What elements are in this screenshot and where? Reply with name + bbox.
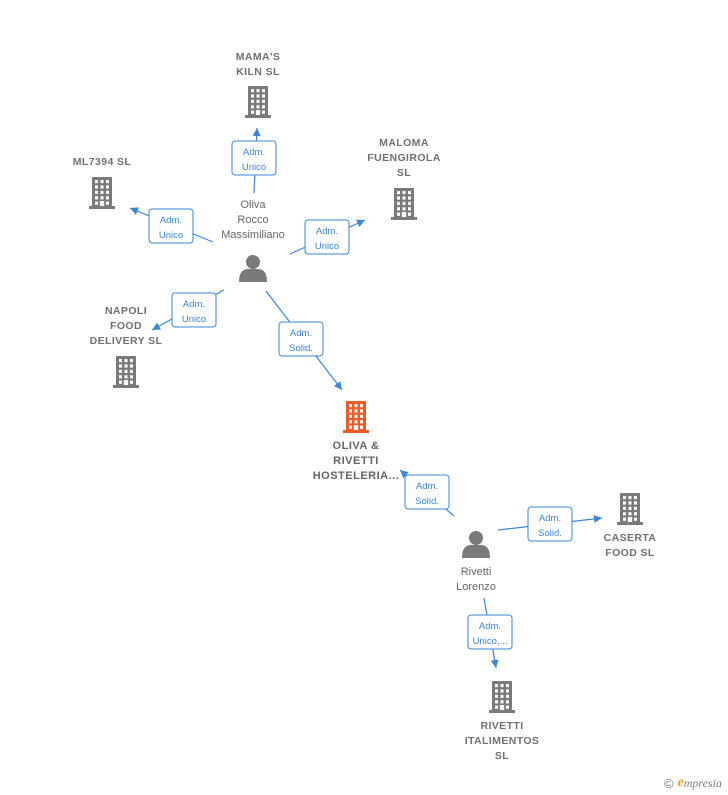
edge-label-line: Adm. <box>416 481 438 492</box>
arrowhead-icon <box>130 207 139 215</box>
building-icon <box>89 177 115 209</box>
edge-rivetti_person-to-rivetti_ital: Adm. Unico,... <box>467 597 513 669</box>
node-label-line: Rivetti <box>461 566 492 578</box>
building-icon <box>245 86 271 118</box>
node-label-line: DELIVERY SL <box>90 335 163 347</box>
node-label-line: RIVETTI <box>480 720 523 732</box>
node-label-line: FOOD SL <box>605 547 655 559</box>
edge-rivetti_person-to-oliva_rivetti: Adm. Solid. <box>399 469 455 517</box>
edge-label-line: Unico,... <box>473 636 508 647</box>
edge-label-box <box>404 474 450 510</box>
edge-label-line: Unico <box>182 314 206 325</box>
edge-oliva_person-to-maloma: Adm. Unico <box>289 219 366 255</box>
node-label-line: ML7394 SL <box>73 156 132 168</box>
edge-rivetti_person-to-caserta: Adm. Solid. <box>497 506 603 542</box>
edge-oliva_person-to-oliva_rivetti: Adm. Solid. <box>265 290 343 391</box>
edge-label-badge[interactable]: Adm. Unico <box>231 140 277 176</box>
edge-oliva_person-to-ml7394: Adm. Unico <box>129 207 214 244</box>
node-label-line: FUENGIROLA <box>367 152 440 164</box>
arrowhead-icon <box>152 322 161 330</box>
node-label-line: MALOMA <box>379 137 429 149</box>
edge-label-line: Solid. <box>289 343 313 354</box>
edge-label-box <box>467 614 513 650</box>
node-rivetti-ital[interactable]: RIVETTI ITALIMENTOS SL <box>465 681 540 762</box>
node-label-line: SL <box>495 750 509 762</box>
node-label-line: CASERTA <box>604 532 657 544</box>
edge-label-box <box>527 506 573 542</box>
nodes-layer: MAMA'S KILN SL ML7394 SL MALOMA FUENGIROLA SL… <box>73 51 657 762</box>
edge-label-line: Adm. <box>316 226 338 237</box>
arrowhead-icon <box>333 381 342 390</box>
edge-label-badge[interactable]: Adm. Solid. <box>404 474 450 510</box>
node-label-line: SL <box>397 167 411 179</box>
edge-label-line: Unico <box>315 241 339 252</box>
edge-label-line: Adm. <box>479 621 501 632</box>
edge-oliva_person-to-napoli: Adm. Unico <box>151 289 225 331</box>
edge-label-box <box>148 208 194 244</box>
brand-logo-initial: e <box>677 775 684 790</box>
person-icon <box>462 531 490 558</box>
node-mamas-kiln[interactable]: MAMA'S KILN SL <box>236 51 281 118</box>
arrowhead-icon <box>593 514 602 523</box>
node-caserta[interactable]: CASERTA FOOD SL <box>604 493 657 559</box>
edge-label-box <box>278 321 324 357</box>
node-label-line: Rocco <box>237 214 268 226</box>
edge-label-line: Adm. <box>243 147 265 158</box>
edge-label-line: Unico <box>159 230 183 241</box>
edge-label-line: Adm. <box>290 328 312 339</box>
node-label-line: Lorenzo <box>456 581 496 593</box>
edge-label-line: Adm. <box>183 299 205 310</box>
arrowhead-icon <box>252 128 261 137</box>
building-icon <box>489 681 515 713</box>
arrowhead-icon <box>490 659 499 668</box>
edge-label-box <box>304 219 350 255</box>
node-maloma[interactable]: MALOMA FUENGIROLA SL <box>367 137 440 220</box>
node-label-line: Massimiliano <box>221 229 285 241</box>
building-icon <box>391 188 417 220</box>
copyright-symbol: © <box>663 775 674 791</box>
node-label-line: NAPOLI <box>105 305 147 317</box>
edge-label-badge[interactable]: Adm. Unico <box>148 208 194 244</box>
person-icon <box>239 255 267 282</box>
edge-label-badge[interactable]: Adm. Solid. <box>278 321 324 357</box>
building-icon <box>113 356 139 388</box>
arrowhead-icon <box>400 470 409 479</box>
edge-label-line: Solid. <box>415 496 439 507</box>
node-label-line: MAMA'S <box>236 51 281 63</box>
node-label-line: FOOD <box>110 320 142 332</box>
edge-oliva_person-to-mamas_kiln: Adm. Unico <box>231 127 277 194</box>
edge-label-line: Adm. <box>160 215 182 226</box>
edge-label-badge[interactable]: Adm. Unico <box>171 292 217 328</box>
node-oliva-rivetti[interactable]: OLIVA & RIVETTI HOSTELERIA... <box>313 401 400 482</box>
node-ml7394[interactable]: ML7394 SL <box>73 156 132 209</box>
edge-label-box <box>231 140 277 176</box>
edge-label-badge[interactable]: Adm. Unico <box>304 219 350 255</box>
node-label-line: HOSTELERIA... <box>313 470 400 482</box>
node-label-line: ITALIMENTOS <box>465 735 540 747</box>
building-icon <box>617 493 643 525</box>
edge-label-badge[interactable]: Adm. Solid. <box>527 506 573 542</box>
node-napoli[interactable]: NAPOLI FOOD DELIVERY SL <box>90 305 163 388</box>
brand-logo-text: mpresia <box>683 775 722 790</box>
node-label-line: RIVETTI <box>333 455 379 467</box>
edge-label-badge[interactable]: Adm. Unico,... <box>467 614 513 650</box>
arrowhead-icon <box>356 219 365 227</box>
building-icon <box>343 401 369 433</box>
node-label-line: OLIVA & <box>333 440 380 452</box>
edge-label-line: Unico <box>242 162 266 173</box>
node-label-line: KILN SL <box>236 66 280 78</box>
node-label-line: Oliva <box>240 199 266 211</box>
edge-label-line: Adm. <box>539 513 561 524</box>
edge-label-box <box>171 292 217 328</box>
edge-label-line: Solid. <box>538 528 562 539</box>
